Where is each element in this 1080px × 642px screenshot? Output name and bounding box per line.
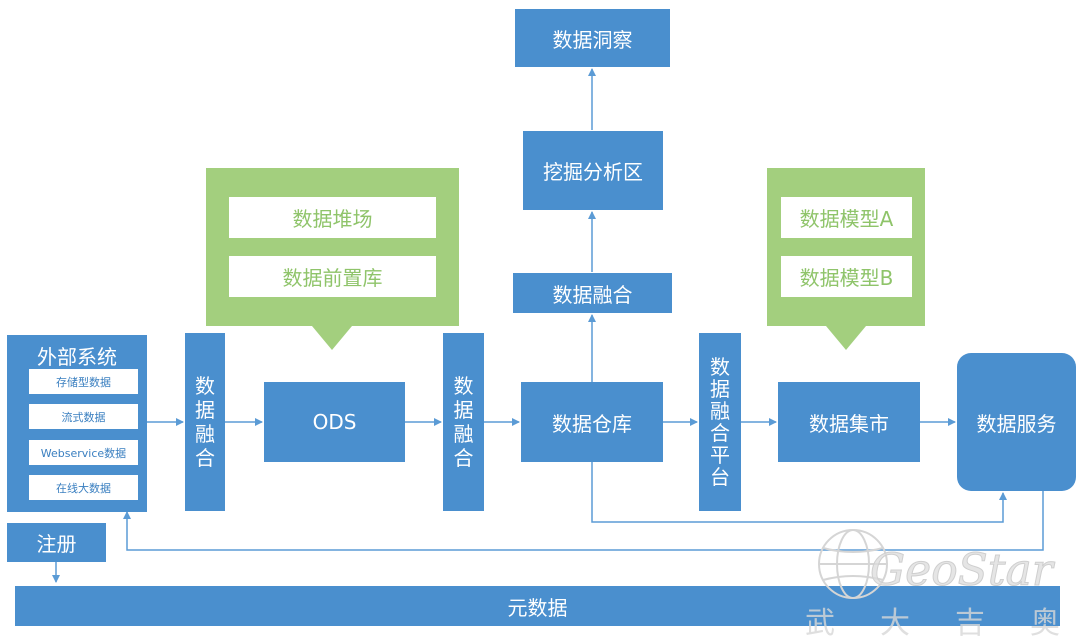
watermark-char: 大: [880, 606, 910, 641]
fusion-left: 数 据 融 合: [185, 333, 225, 511]
ods-box: ODS: [264, 382, 405, 462]
fusion-platform-char: 合: [710, 421, 730, 445]
fusion-platform-char: 台: [710, 465, 730, 489]
mart-group-item-model-b: 数据模型B: [781, 256, 912, 297]
fusion-left-char: 融: [195, 422, 215, 446]
external-item-stream: 流式数据: [29, 404, 138, 429]
external-item-storage: 存储型数据: [29, 369, 138, 394]
mart-group-item-model-a: 数据模型A: [781, 197, 912, 238]
fusion-middle-char: 融: [453, 422, 474, 446]
globe-icon: [818, 529, 888, 599]
fusion-middle: 数 据 融 合: [443, 333, 484, 511]
fusion-middle-char: 合: [453, 446, 474, 470]
fusion-platform-char: 平: [710, 443, 730, 467]
fusion-platform-char: 据: [710, 377, 730, 401]
fusion-middle-char: 据: [453, 398, 474, 422]
mart-group-tail: [826, 326, 866, 350]
service-box: 数据服务: [957, 353, 1076, 491]
mart-box: 数据集市: [778, 382, 920, 462]
fusion-left-char: 合: [195, 446, 215, 470]
register-box: 注册: [7, 523, 106, 562]
watermark-brand: GeoStar: [870, 545, 1054, 597]
watermark-char: 吉: [955, 606, 985, 641]
external-system-title: 外部系统: [37, 345, 117, 369]
external-system: 外部系统 存储型数据 流式数据 Webservice数据 在线大数据: [7, 335, 147, 512]
fusion-left-char: 数: [195, 374, 215, 398]
fusion-platform-char: 融: [710, 399, 730, 423]
ods-group: [206, 168, 459, 326]
warehouse-box: 数据仓库: [521, 382, 663, 462]
mart-group: [767, 168, 925, 326]
insight-box: 数据洞察: [515, 9, 670, 67]
fusion-platform: 数 据 融 合 平 台: [699, 333, 741, 511]
fusion-top-box: 数据融合: [513, 273, 672, 313]
external-item-online-bigdata: 在线大数据: [29, 475, 138, 500]
fusion-middle-char: 数: [453, 374, 474, 398]
ods-group-tail: [312, 326, 352, 350]
ods-group-item-preload: 数据前置库: [229, 256, 436, 297]
arrow-service-to-external: [123, 491, 1044, 551]
fusion-left-char: 据: [195, 398, 215, 422]
arrow-warehouse-to-service: [591, 462, 1007, 523]
watermark-char: 武: [805, 606, 835, 641]
ods-group-item-staging: 数据堆场: [229, 197, 436, 238]
mining-box: 挖掘分析区: [523, 131, 663, 210]
metadata-bar: 元数据: [15, 586, 1060, 626]
fusion-platform-char: 数: [710, 355, 730, 379]
external-item-webservice: Webservice数据: [29, 440, 138, 465]
watermark-char: 奥: [1030, 606, 1060, 641]
